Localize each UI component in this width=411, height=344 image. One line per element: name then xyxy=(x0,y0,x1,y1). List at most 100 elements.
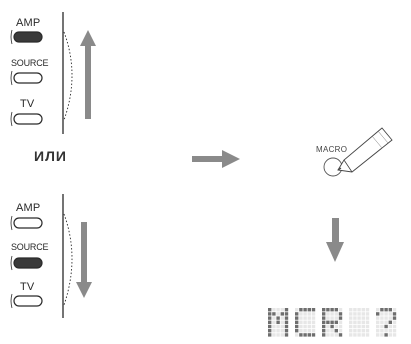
source-label-bottom: SOURCE xyxy=(11,242,49,252)
macro-press-illustration xyxy=(323,127,393,177)
display-dot xyxy=(392,320,397,324)
display-dot xyxy=(326,329,330,333)
display-dot xyxy=(303,316,307,320)
display-dot xyxy=(349,333,353,337)
display-dot xyxy=(295,308,299,312)
display-dot xyxy=(330,320,334,324)
display-dot xyxy=(380,320,384,324)
amp-label-top: AMP xyxy=(16,17,41,29)
source-label-top: SOURCE xyxy=(11,58,49,68)
display-dot xyxy=(326,312,330,316)
bottom-remote-selector xyxy=(10,194,92,318)
display-dot xyxy=(299,308,303,312)
display-dot xyxy=(392,329,397,333)
display-dot xyxy=(276,320,280,324)
display-dot xyxy=(380,324,384,329)
display-dot xyxy=(311,312,316,316)
display-dot xyxy=(295,324,299,329)
display-dot xyxy=(303,333,307,337)
display-dot xyxy=(330,312,334,316)
source-button-top[interactable] xyxy=(13,72,43,84)
display-dot xyxy=(353,312,357,316)
display-dot xyxy=(295,329,299,333)
display-dot xyxy=(284,329,289,333)
display-dot xyxy=(330,324,334,329)
display-dot xyxy=(357,333,361,337)
display-dot xyxy=(334,329,338,333)
display-dot xyxy=(357,329,361,333)
top-swipe-curve xyxy=(63,31,73,121)
display-dot xyxy=(303,308,307,312)
display-dot xyxy=(268,312,272,316)
display-dot xyxy=(353,329,357,333)
display-dot xyxy=(376,324,380,329)
display-dot xyxy=(307,324,311,329)
display-dot xyxy=(322,316,326,320)
display-dot xyxy=(268,329,272,333)
display-dot xyxy=(365,333,370,337)
display-dot xyxy=(295,316,299,320)
display-dot xyxy=(357,316,361,320)
display-dot xyxy=(307,312,311,316)
display-dot xyxy=(353,324,357,329)
display-dot xyxy=(299,316,303,320)
display-dot xyxy=(338,316,343,320)
display-dot xyxy=(353,308,357,312)
display-dot xyxy=(330,333,334,337)
tv-button-bottom[interactable] xyxy=(13,295,43,307)
stylus-icon xyxy=(337,127,393,173)
display-dot xyxy=(357,312,361,316)
display-dot xyxy=(384,316,388,320)
display-dot xyxy=(349,312,353,316)
display-dot xyxy=(311,324,316,329)
display-dot xyxy=(311,320,316,324)
display-dot xyxy=(311,316,316,320)
down-arrow-icon xyxy=(76,282,92,298)
display-dot xyxy=(349,308,353,312)
display-dot xyxy=(280,316,284,320)
display-dot xyxy=(295,333,299,337)
display-dot xyxy=(361,333,365,337)
tv-button-top[interactable] xyxy=(13,113,43,125)
display-dot xyxy=(384,329,388,333)
display-dot xyxy=(334,316,338,320)
display-dot xyxy=(272,308,276,312)
display-dot xyxy=(388,333,392,337)
display-dot xyxy=(334,320,338,324)
display-dot xyxy=(338,329,343,333)
display-dot xyxy=(392,308,397,312)
display-dot xyxy=(284,333,289,337)
display-dot xyxy=(338,333,343,337)
source-button-bottom[interactable] xyxy=(13,257,43,269)
display-dot xyxy=(384,312,388,316)
display-dot xyxy=(272,312,276,316)
display-dot xyxy=(353,333,357,337)
display-dot xyxy=(322,324,326,329)
top-arrow-shaft xyxy=(85,44,91,119)
or-label: ИЛИ xyxy=(34,148,67,164)
display-dot xyxy=(311,329,316,333)
display-dot xyxy=(338,324,343,329)
display-dot xyxy=(322,312,326,316)
display-dot xyxy=(357,324,361,329)
display-dot xyxy=(334,312,338,316)
display-dot xyxy=(272,324,276,329)
display-dot xyxy=(326,308,330,312)
display-dot xyxy=(353,320,357,324)
amp-button-bottom[interactable] xyxy=(13,217,43,229)
display-dot xyxy=(384,308,388,312)
display-dot xyxy=(334,308,338,312)
display-dot xyxy=(307,320,311,324)
amp-button-top[interactable] xyxy=(13,31,43,43)
display-dot xyxy=(392,316,397,320)
display-dot xyxy=(349,329,353,333)
display-dot xyxy=(330,308,334,312)
display-dot xyxy=(361,308,365,312)
right-arrow-icon xyxy=(192,150,240,168)
display-dot xyxy=(284,324,289,329)
display-down-arrow-icon xyxy=(326,218,344,262)
display-dot xyxy=(280,320,284,324)
display-dot xyxy=(276,316,280,320)
display-dot xyxy=(388,316,392,320)
